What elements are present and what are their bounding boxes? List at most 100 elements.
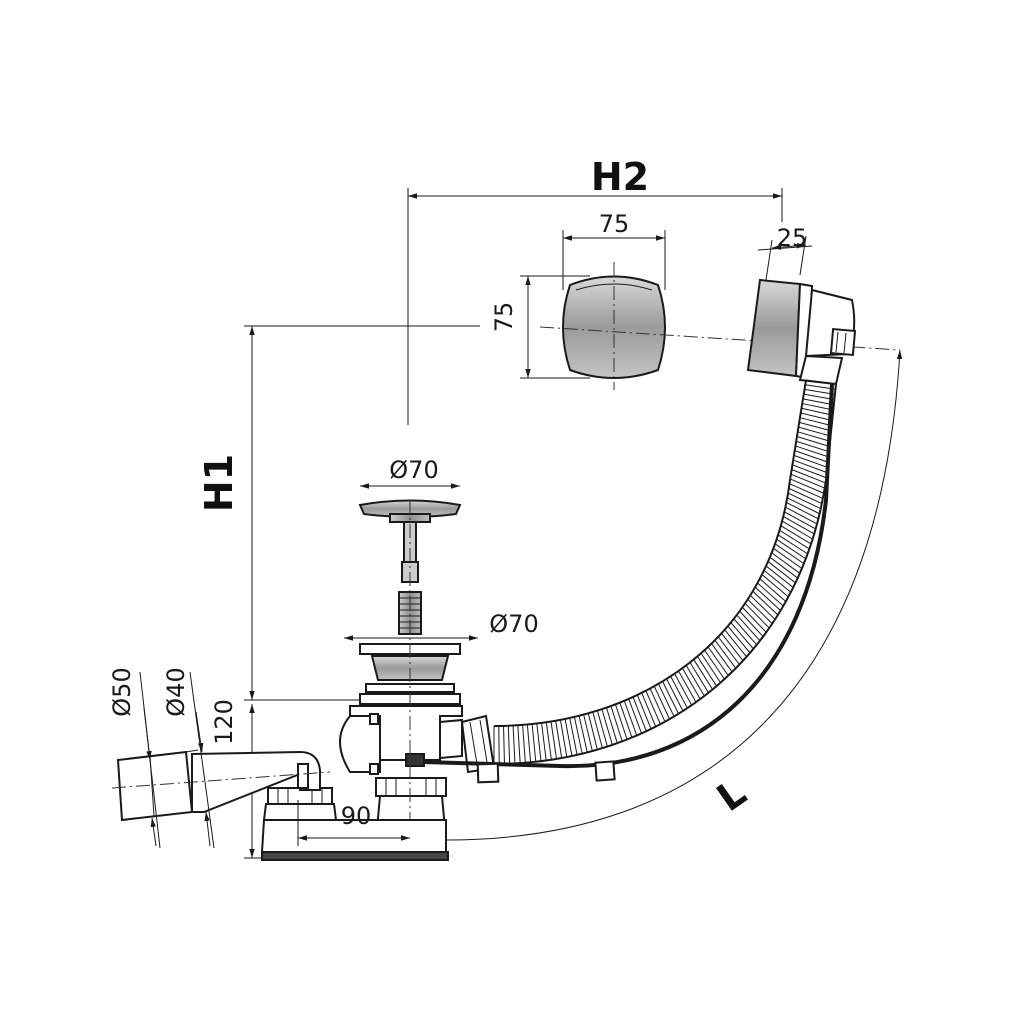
hose-rib xyxy=(790,473,825,489)
hose-rib xyxy=(757,582,784,607)
plug-diameter-label: Ø70 xyxy=(389,456,438,484)
hose-rib xyxy=(736,614,761,642)
hose-rib xyxy=(754,586,781,611)
trap-height-label: 120 xyxy=(210,699,238,745)
hose-rib xyxy=(767,561,796,584)
hose-rib xyxy=(739,610,764,637)
hose-rib xyxy=(632,696,647,732)
waste-flange: Ø70 xyxy=(344,610,539,705)
hose-rib xyxy=(771,552,801,574)
hose-rib xyxy=(693,659,714,690)
h1-dimension: H1 xyxy=(197,325,480,701)
hose-rib xyxy=(802,398,834,406)
hose-rib xyxy=(507,725,511,764)
hose-rib xyxy=(601,708,613,746)
hose-rib xyxy=(596,710,608,747)
flexible-hose xyxy=(493,379,837,765)
hose-rib xyxy=(799,421,832,432)
hose-rib xyxy=(681,667,701,700)
hose-rib xyxy=(564,718,573,757)
hose-rib xyxy=(707,646,729,676)
hose-rib xyxy=(765,565,794,588)
hose-rib xyxy=(805,379,837,385)
hose-rib xyxy=(777,534,808,555)
hose-rib xyxy=(662,681,679,714)
hose-rib xyxy=(780,525,812,545)
hose-rib xyxy=(769,556,798,579)
hose-rib xyxy=(787,497,820,515)
hose-rib xyxy=(674,673,693,706)
trap-dimensions: 120 90 xyxy=(210,699,410,859)
hose-rib xyxy=(727,625,751,654)
overflow-depth-label: 25 xyxy=(777,224,808,252)
hose-rib xyxy=(789,483,824,499)
waste-diameter-label: Ø70 xyxy=(489,610,538,638)
hose-rib xyxy=(786,502,819,520)
hose-rib xyxy=(610,705,623,742)
hose-rib xyxy=(717,636,740,665)
hose-rib xyxy=(796,440,830,453)
hose-rib xyxy=(517,725,521,764)
hose-rib xyxy=(792,464,827,479)
hose-rib xyxy=(503,725,505,764)
hose-rib xyxy=(573,716,583,754)
hose-rib xyxy=(774,543,805,565)
hose-rib xyxy=(645,690,661,725)
hose-rib xyxy=(759,578,787,602)
hose-rib xyxy=(605,707,618,744)
hose-rib xyxy=(649,688,666,722)
overflow-cap: 75 75 xyxy=(490,210,901,390)
hose-rib xyxy=(685,665,705,697)
hose-rib xyxy=(714,639,737,669)
hose-rib xyxy=(628,698,643,734)
trap-offset-label: 90 xyxy=(341,802,372,830)
hose-rib xyxy=(666,678,684,712)
hose-rib xyxy=(784,511,816,530)
hose-rib xyxy=(641,692,657,727)
hose-rib xyxy=(794,450,829,463)
hose-rib xyxy=(531,723,537,762)
hose-rib xyxy=(788,487,823,504)
hose-rib xyxy=(623,700,638,736)
hose-rib xyxy=(653,685,670,720)
outlet-d40-label: Ø40 xyxy=(162,667,190,716)
hose-rib xyxy=(776,538,807,560)
hose-rib xyxy=(704,649,725,680)
outlet-pipe: Ø50 Ø40 xyxy=(108,667,331,849)
hose-rib xyxy=(785,506,818,525)
hose-rib xyxy=(512,725,516,764)
hose-rib xyxy=(670,676,688,709)
control-cable xyxy=(423,383,834,784)
hose-rib xyxy=(742,606,767,633)
trap-body xyxy=(339,500,463,850)
l-label: L xyxy=(709,770,754,820)
overflow-body: 25 xyxy=(746,224,857,386)
hose-rib xyxy=(779,529,810,550)
hose-rib xyxy=(636,694,652,730)
hose-rib xyxy=(578,715,588,753)
cap-width-label: 75 xyxy=(599,210,630,238)
hose-rib xyxy=(696,656,718,687)
hose-rib xyxy=(730,622,754,650)
h2-dimension: H2 xyxy=(407,155,783,425)
hose-rib xyxy=(545,722,552,760)
hose-rib xyxy=(791,469,826,484)
h1-label: H1 xyxy=(197,454,241,512)
hose-rib xyxy=(657,683,675,717)
hose-rib xyxy=(798,426,831,437)
hose-rib xyxy=(619,702,633,738)
hose-rib xyxy=(744,602,770,629)
hose-rib xyxy=(783,515,815,535)
hose-rib xyxy=(678,670,697,703)
hose-rib xyxy=(592,711,603,749)
hose-rib xyxy=(793,454,828,468)
hose-rib xyxy=(761,574,789,598)
hose-rib xyxy=(799,417,832,427)
hose-rib xyxy=(569,717,578,755)
hose-rib xyxy=(796,436,830,447)
hose-connector xyxy=(460,714,496,774)
hose-rib xyxy=(800,412,833,421)
hose-rib xyxy=(721,632,744,662)
hose-rib xyxy=(526,724,532,763)
